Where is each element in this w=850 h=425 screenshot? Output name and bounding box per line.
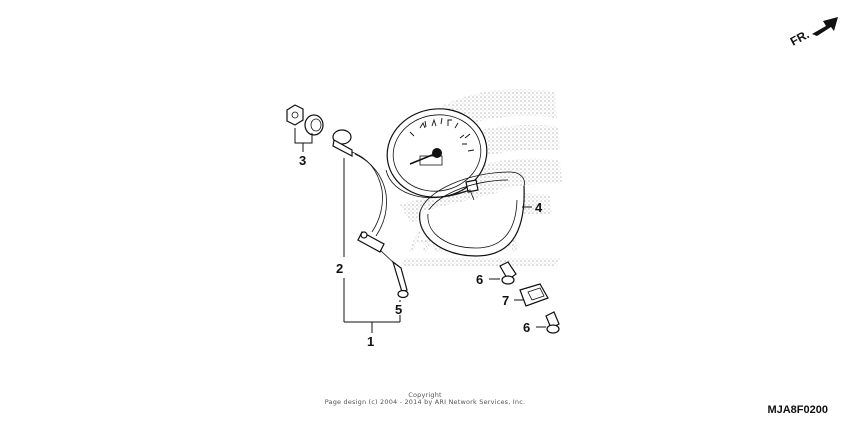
callout-6-lower: 6: [523, 320, 530, 335]
grommet: [304, 114, 324, 136]
callout-2: 2: [336, 261, 343, 276]
callout-group-1-2-5: 2 5 1: [336, 158, 402, 349]
part-3-nut-and-grommet: 3: [286, 104, 324, 168]
speedometer-dial: [409, 117, 475, 152]
part-6-bolt-upper: 6: [476, 261, 517, 287]
copyright-line-1: Copyright: [408, 391, 442, 399]
callout-3: 3: [299, 153, 306, 168]
part-2-socket-harness: [332, 129, 396, 265]
callout-6-upper: 6: [476, 272, 483, 287]
nut: [286, 104, 304, 126]
front-direction-indicator: FR.: [788, 17, 838, 49]
callout-1: 1: [367, 334, 374, 349]
callout-4: 4: [535, 200, 543, 215]
part-7-stay: 7: [502, 283, 549, 308]
callout-5: 5: [395, 302, 402, 317]
part-4-meter-case: 4: [419, 171, 543, 257]
front-direction-arrow-icon: [812, 17, 838, 36]
callout-7: 7: [502, 293, 509, 308]
diagram-code: MJA8F0200: [767, 404, 828, 416]
part-5-screw: [391, 260, 409, 299]
part-6-bolt-lower: 6: [523, 311, 560, 335]
part-1-speedometer: [385, 108, 488, 199]
front-direction-label: FR.: [788, 27, 812, 48]
copyright-line-2: Page design (c) 2004 - 2014 by ARI Netwo…: [324, 398, 526, 406]
